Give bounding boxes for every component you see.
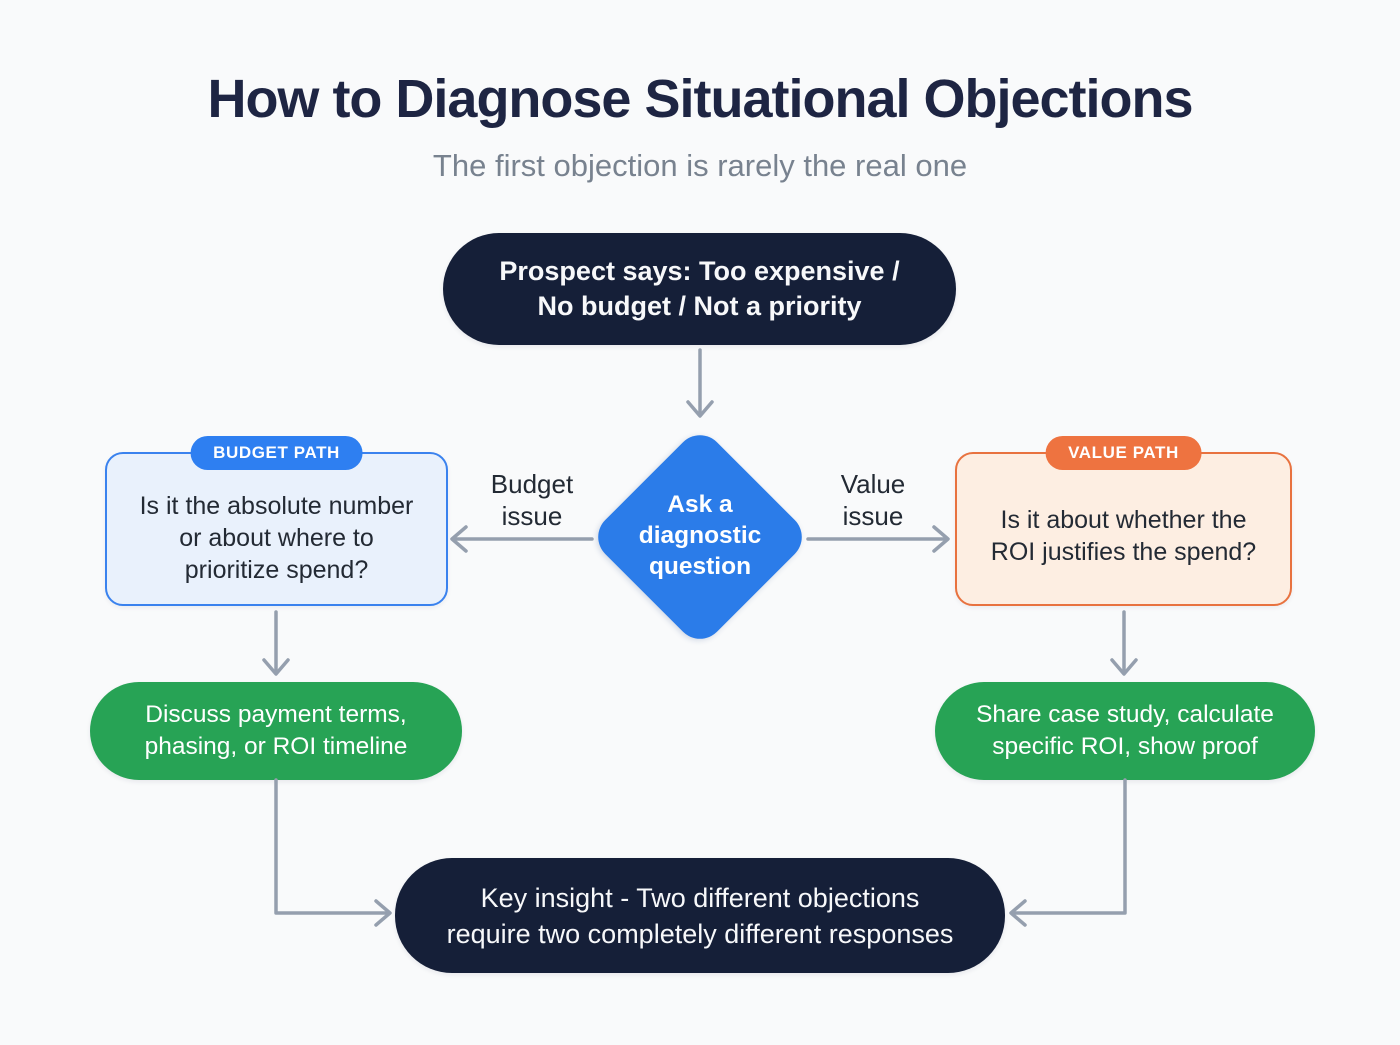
arrow-prospect-to-diamond	[686, 348, 714, 418]
budget-path-badge: BUDGET PATH	[190, 436, 363, 470]
arrow-diamond-to-value	[806, 525, 950, 553]
edge-label-budget-issue: Budget issue	[462, 468, 602, 532]
node-value-path: VALUE PATH Is it about whether the ROI j…	[955, 436, 1292, 606]
arrow-budget-action-to-insight	[274, 778, 392, 927]
diamond-label: Ask a diagnostic question	[600, 489, 800, 582]
node-text-line: diagnostic	[638, 522, 762, 549]
node-text-line: Share case study, calculate	[976, 701, 1274, 728]
node-prospect-objection: Prospect says: Too expensive / No budget…	[443, 233, 956, 345]
node-text-line: specific ROI, show proof	[992, 733, 1258, 760]
node-text-line: prioritize spend?	[184, 556, 369, 584]
arrow-value-action-to-insight	[1009, 778, 1127, 927]
node-text-line: or about where to	[179, 524, 374, 552]
node-text-line: question	[648, 553, 752, 580]
node-text-line: No budget / Not a priority	[537, 291, 862, 321]
node-text-line: Prospect says: Too expensive /	[499, 256, 900, 286]
edge-label-line: issue	[842, 501, 904, 531]
node-text-line: Is it the absolute number	[139, 492, 414, 520]
arrow-value-to-action	[1110, 610, 1138, 676]
node-text-line: ROI justifies the spend?	[990, 538, 1257, 566]
edge-label-line: Budget	[490, 469, 574, 499]
arrow-budget-to-action	[262, 610, 290, 676]
node-budget-action: Discuss payment terms, phasing, or ROI t…	[90, 682, 462, 780]
value-path-badge: VALUE PATH	[1045, 436, 1202, 470]
node-text-line: Ask a	[667, 491, 733, 518]
node-text-line: phasing, or ROI timeline	[144, 733, 408, 760]
node-text-line: Key insight - Two different objections	[480, 882, 920, 913]
edge-label-value-issue: Value issue	[803, 468, 943, 532]
arrow-diamond-to-budget	[450, 525, 594, 553]
node-text-line: Is it about whether the	[1000, 506, 1247, 534]
edge-label-line: Value	[840, 469, 906, 499]
node-key-insight: Key insight - Two different objections r…	[395, 858, 1005, 973]
node-text-line: require two completely different respons…	[446, 918, 954, 949]
edge-label-line: issue	[501, 501, 563, 531]
page-title: How to Diagnose Situational Objections	[207, 69, 1193, 129]
node-value-action: Share case study, calculate specific ROI…	[935, 682, 1315, 780]
node-text-line: Discuss payment terms,	[145, 701, 407, 728]
node-budget-path: BUDGET PATH Is it the absolute number or…	[105, 436, 448, 606]
page-subtitle: The first objection is rarely the real o…	[432, 148, 968, 183]
